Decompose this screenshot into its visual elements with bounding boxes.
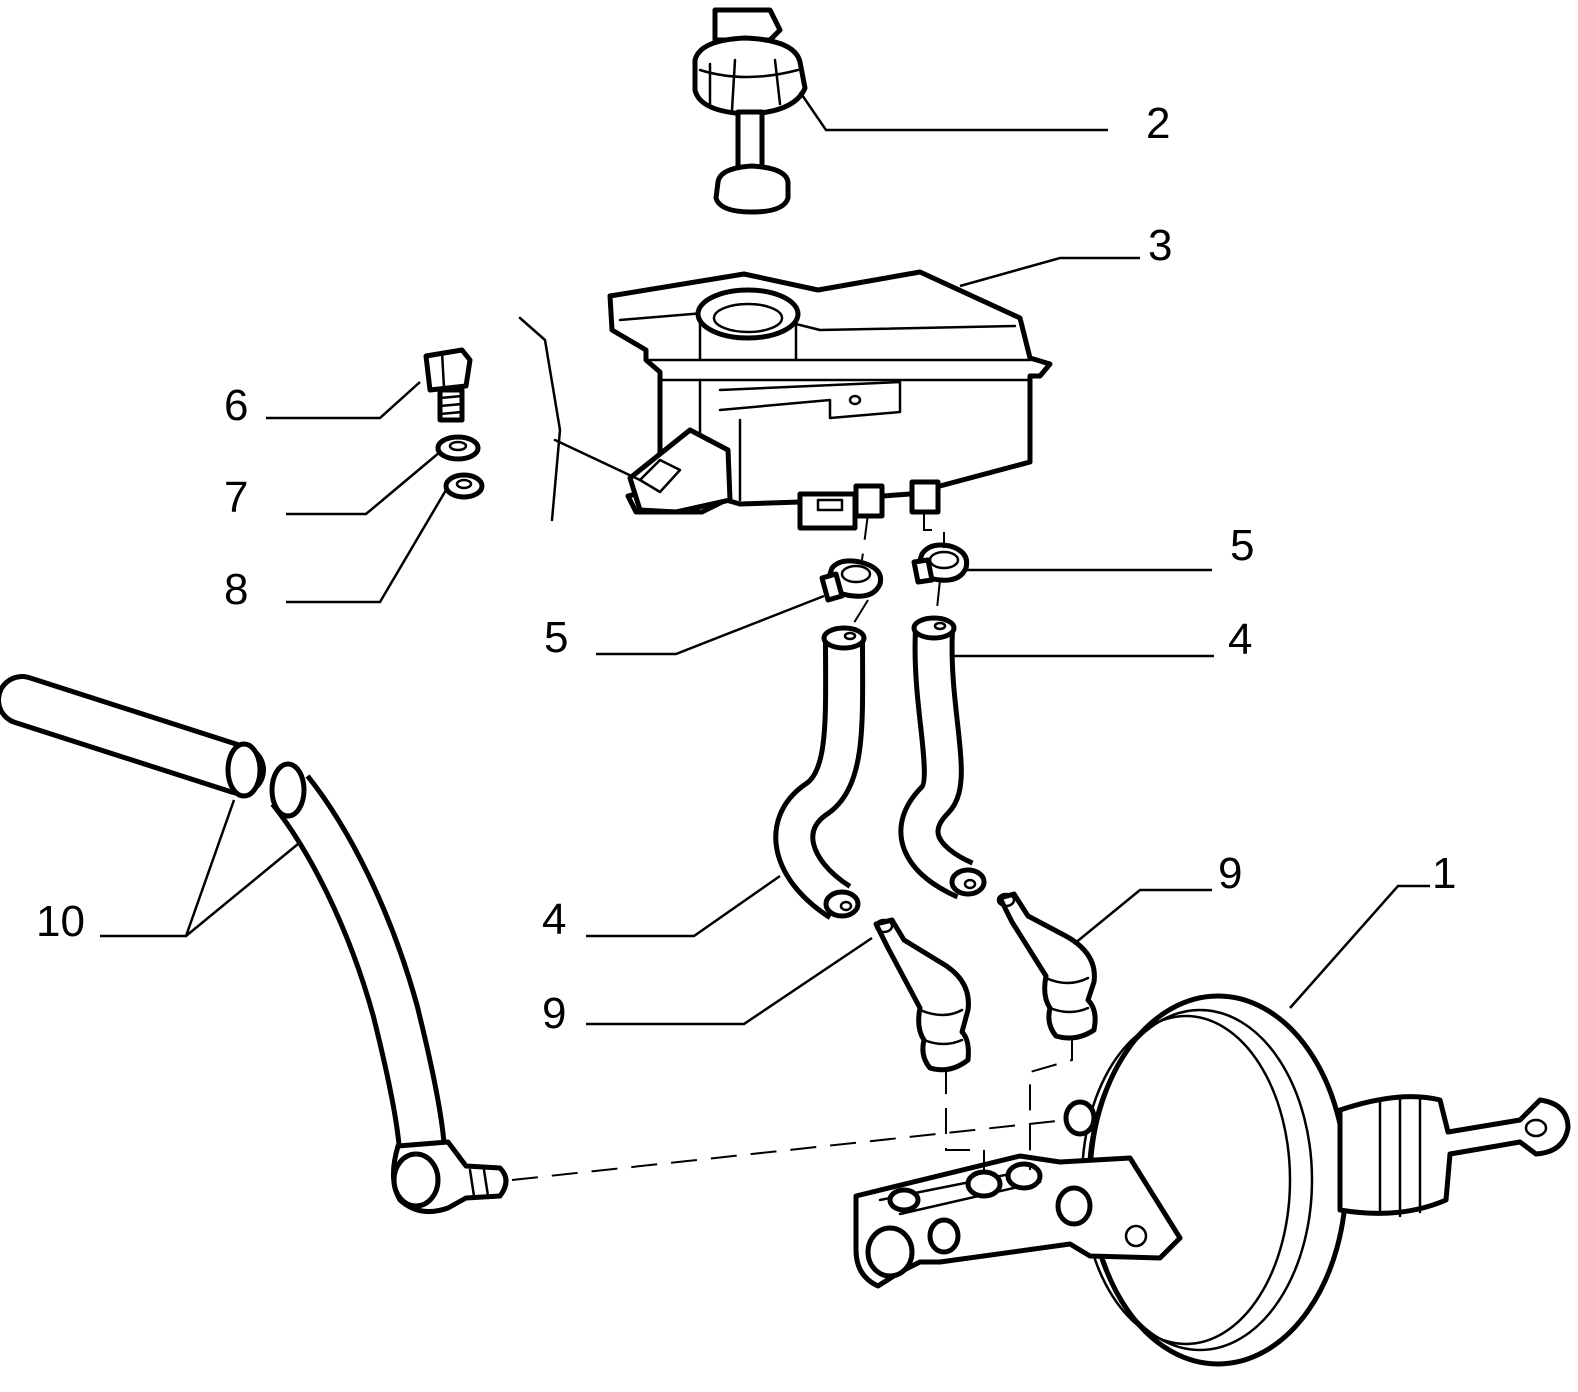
callout-label-4-left: 4 — [542, 895, 566, 944]
hose-clamp-left — [819, 558, 884, 603]
callout-label-9-left: 9 — [542, 989, 566, 1038]
callout-label-10: 10 — [36, 897, 85, 946]
callout-label-7: 7 — [224, 473, 248, 522]
callout-labels: 1 2 3 4 4 5 5 6 7 8 9 9 10 — [36, 99, 1456, 1038]
hose-left — [773, 625, 867, 920]
assembly-guides — [511, 512, 1073, 1181]
leader-lines — [100, 91, 1430, 1026]
callout-label-6: 6 — [224, 381, 248, 430]
reservoir-cap — [692, 7, 808, 215]
callout-label-3: 3 — [1148, 221, 1172, 270]
callout-label-4-right: 4 — [1228, 615, 1252, 664]
brake-servo — [1063, 993, 1571, 1367]
spring-washer — [435, 434, 481, 462]
callout-label-9-right: 9 — [1218, 849, 1242, 898]
flat-washer — [443, 472, 485, 500]
hose-clamp-right — [911, 542, 970, 585]
fluid-reservoir — [518, 269, 1053, 531]
elbow-connector-left — [873, 917, 971, 1073]
callout-label-5-left: 5 — [544, 613, 568, 662]
callout-label-2: 2 — [1146, 99, 1170, 148]
mounting-bolt — [423, 347, 473, 423]
master-cylinder — [853, 1153, 1183, 1289]
hose-right — [898, 615, 987, 900]
callout-label-1: 1 — [1432, 849, 1456, 898]
callout-label-8: 8 — [224, 565, 248, 614]
vacuum-hose — [0, 674, 509, 1215]
elbow-connector-right — [996, 891, 1098, 1041]
callout-label-5-right: 5 — [1230, 521, 1254, 570]
